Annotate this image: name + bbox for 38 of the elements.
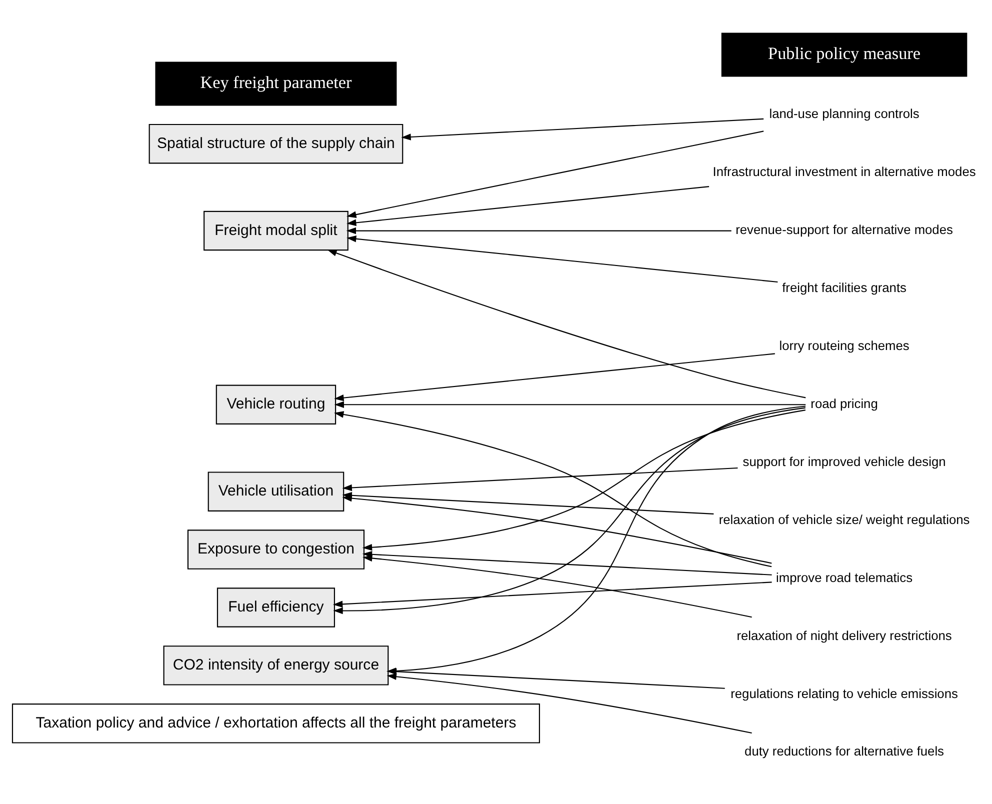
node-text: Infrastructural investment in alternative modes — [712, 164, 976, 179]
arrow — [401, 118, 764, 140]
arrow — [332, 581, 772, 608]
node-box: Vehicle routing — [216, 384, 336, 424]
node-text: support for improved vehicle design — [742, 453, 946, 468]
node-box: CO2 intensity of energy source — [163, 645, 389, 685]
arrow — [342, 466, 738, 491]
arrow — [334, 410, 772, 567]
arrow — [346, 130, 764, 218]
arrow — [342, 494, 772, 564]
node-box: Vehicle utilisation — [208, 471, 344, 511]
node-box: Spatial structure of the supply chain — [148, 123, 404, 164]
arrow — [362, 409, 806, 550]
node-text: improve road telematics — [776, 569, 913, 584]
node-text: land-use planning controls — [769, 106, 920, 121]
arrow — [327, 249, 806, 398]
node-text: freight facilities grants — [782, 280, 906, 295]
node-box: Exposure to congestion — [187, 529, 365, 569]
node-box: Key freight parameter — [155, 61, 397, 106]
arrow — [346, 186, 710, 226]
node-text: relaxation of night delivery restrictions — [736, 627, 952, 642]
arrow — [334, 352, 775, 401]
node-text: revenue-support for alternative modes — [736, 222, 953, 237]
arrow — [386, 672, 752, 734]
arrow — [333, 406, 806, 614]
node-box: Taxation policy and advice / exhortation affects all the freight parameters — [12, 703, 540, 743]
arrow — [346, 235, 778, 282]
arrow — [334, 400, 806, 408]
node-text: regulations relating to vehicle emissions — [730, 685, 958, 700]
node-text: relaxation of vehicle size/ weight regulations — [718, 511, 970, 526]
node-box: Freight modal split — [204, 210, 348, 250]
node-box: Public policy measure — [721, 32, 968, 76]
node-text: lorry routeing schemes — [779, 338, 910, 353]
node-box: Fuel efficiency — [216, 587, 335, 627]
node-text: duty reductions for alternative fuels — [744, 743, 944, 758]
arrow — [362, 554, 752, 618]
node-text: road pricing — [810, 395, 878, 410]
arrow — [346, 226, 732, 234]
